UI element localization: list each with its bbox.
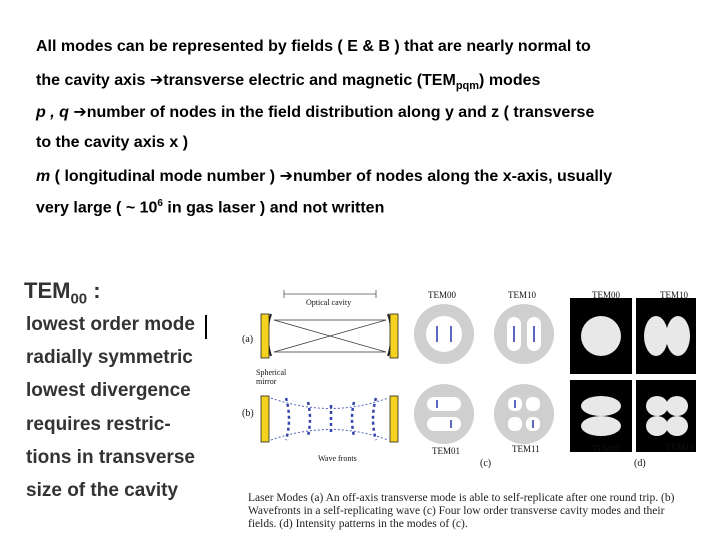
intro-line-6-pre: very large ( ~ 10	[36, 199, 158, 217]
panel-b-label: (b)	[242, 408, 254, 419]
figure-caption: Laser Modes (a) An off-axis transverse m…	[248, 492, 675, 530]
panel-d-label: (d)	[634, 458, 646, 469]
laser-modes-figure: (a) (b) Optical cavity Spherical mirror …	[236, 284, 698, 540]
panel-b	[260, 395, 399, 443]
intro-line-3-post: number of nodes in the field distributio…	[86, 104, 595, 121]
summary-item: lowest divergence	[26, 380, 191, 401]
tem00-heading-tail: :	[87, 278, 101, 303]
optical-cavity-label: Optical cavity	[306, 298, 352, 307]
intro-line-3-italic: p , q	[36, 104, 74, 121]
intro-line-1: All modes can be represented by fields (…	[36, 38, 591, 56]
intro-line-1-text: All modes can be represented by fields (…	[36, 38, 591, 55]
intro-line-5-italic: m	[36, 168, 51, 185]
summary-item: size of the cavity	[26, 480, 179, 501]
d-tem10-label: TEM10	[660, 290, 688, 300]
panel-c-label: (c)	[480, 458, 492, 469]
c-tem00-label: TEM00	[428, 290, 456, 300]
tem00-heading-sub: 00	[70, 290, 88, 308]
d-tem00-label: TEM00	[592, 290, 620, 300]
intro-line-5-post: number of nodes along the x-axis, usuall…	[292, 168, 613, 185]
intro-line-5-mid: ( longitudinal mode number )	[50, 168, 280, 185]
d-tem11-label: TEM11	[666, 442, 694, 452]
d-tem01-label: TEM01	[592, 444, 620, 454]
figure-drawing	[260, 290, 698, 452]
intro-line-5: m ( longitudinal mode number ) ➔number o…	[36, 166, 612, 186]
c-tem10-label: TEM10	[508, 290, 536, 300]
intro-line-2-end: ) modes	[479, 72, 541, 89]
intro-line-4: to the cavity axis x )	[36, 134, 188, 152]
intro-line-2-post: transverse electric and magnetic (TEM	[163, 72, 456, 89]
tem00-summary: TEM00 : lowest order mode radially symme…	[24, 278, 214, 501]
tem00-heading: TEM00 :	[24, 278, 214, 307]
intro-line-2-pre: the cavity axis	[36, 72, 150, 89]
summary-item: lowest order mode	[26, 314, 195, 335]
summary-item: radially symmetric	[26, 347, 193, 368]
intro-line-4-text: to the cavity axis x )	[36, 134, 189, 151]
right-arrow-icon: ➔	[279, 168, 293, 185]
intro-line-3: p , q ➔number of nodes in the field dist…	[36, 102, 594, 122]
right-arrow-icon: ➔	[149, 72, 164, 89]
panel-a-label: (a)	[242, 334, 254, 345]
intro-line-2: the cavity axis ➔transverse electric and…	[36, 70, 540, 92]
right-arrow-icon: ➔	[73, 104, 87, 121]
spherical-mirror-label: Spherical mirror	[256, 368, 287, 386]
intro-line-6-sup: 6	[157, 198, 163, 209]
summary-item: requires restric-	[26, 414, 171, 435]
tem00-heading-main: TEM	[24, 278, 71, 303]
c-tem01-label: TEM01	[432, 446, 460, 456]
c-tem11-label: TEM11	[512, 444, 540, 454]
panel-a	[260, 290, 399, 359]
wave-fronts-label: Wave fronts	[318, 454, 357, 463]
panel-d	[570, 298, 698, 452]
text-cursor	[205, 315, 207, 339]
intro-line-2-sub: pqm	[455, 80, 480, 93]
intro-line-6-post: in gas laser ) and not written	[162, 199, 385, 217]
panel-c	[414, 304, 554, 444]
summary-item: tions in transverse	[26, 447, 195, 468]
intro-line-6: very large ( ~ 106 in gas laser ) and no…	[36, 198, 384, 217]
